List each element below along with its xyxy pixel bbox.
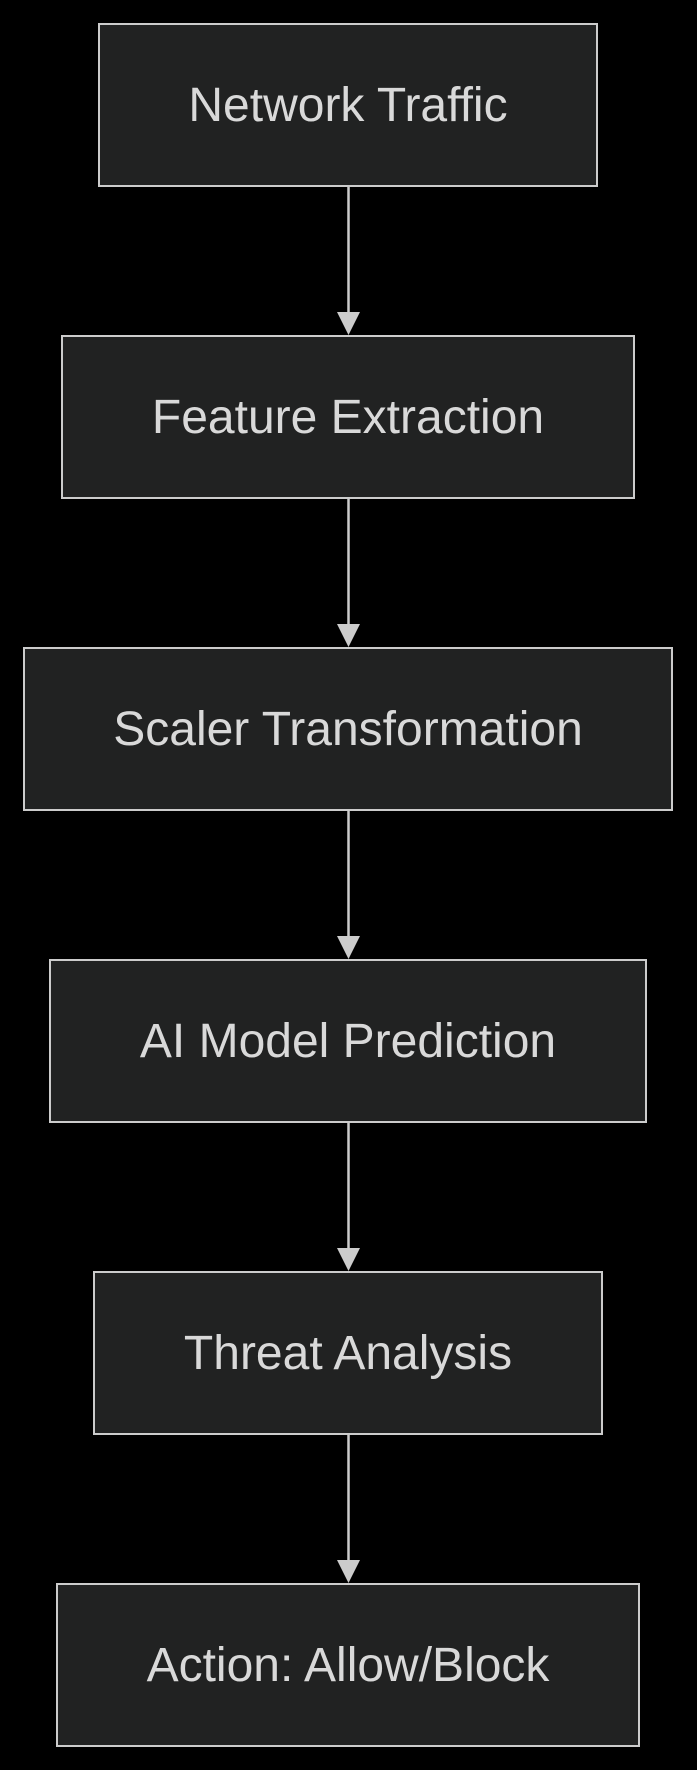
node-action-allow-block: Action: Allow/Block bbox=[56, 1583, 640, 1747]
arrowhead-icon bbox=[337, 1248, 360, 1271]
node-ai-model-prediction: AI Model Prediction bbox=[49, 959, 647, 1123]
node-scaler-transformation: Scaler Transformation bbox=[23, 647, 673, 811]
edge-ai-model-prediction-to-threat-analysis bbox=[337, 1123, 360, 1271]
node-label: Feature Extraction bbox=[151, 390, 545, 444]
node-label: Network Traffic bbox=[188, 78, 508, 132]
edge-scaler-transformation-to-ai-model-prediction bbox=[337, 811, 360, 959]
node-threat-analysis: Threat Analysis bbox=[93, 1271, 603, 1435]
edge-feature-extraction-to-scaler-transformation bbox=[337, 499, 360, 647]
node-feature-extraction: Feature Extraction bbox=[61, 335, 635, 499]
arrowhead-icon bbox=[337, 624, 360, 647]
edge-threat-analysis-to-action-allow-block bbox=[337, 1435, 360, 1583]
node-label: Scaler Transformation bbox=[113, 702, 583, 756]
arrowhead-icon bbox=[337, 1560, 360, 1583]
node-label: Action: Allow/Block bbox=[146, 1638, 550, 1692]
node-network-traffic: Network Traffic bbox=[98, 23, 598, 187]
node-label: Threat Analysis bbox=[183, 1326, 513, 1380]
arrowhead-icon bbox=[337, 312, 360, 335]
edge-network-traffic-to-feature-extraction bbox=[337, 187, 360, 335]
arrowhead-icon bbox=[337, 936, 360, 959]
node-label: AI Model Prediction bbox=[139, 1014, 557, 1068]
